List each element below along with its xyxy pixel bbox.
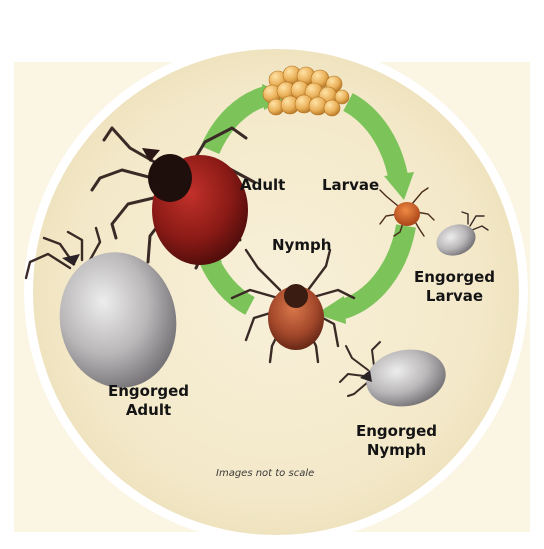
- label-engorged-larvae: Engorged Larvae: [414, 268, 495, 306]
- scale-note: Images not to scale: [216, 468, 314, 479]
- label-adult: Adult: [240, 176, 285, 195]
- label-engorged-nymph: Engorged Nymph: [356, 422, 437, 460]
- larva-tick-body: [394, 202, 420, 226]
- label-nymph: Nymph: [272, 236, 331, 255]
- adult-tick-scutum: [148, 154, 192, 202]
- label-larvae: Larvae: [322, 176, 379, 195]
- nymph-tick-scutum: [284, 284, 308, 308]
- label-engorged-adult: Engorged Adult: [108, 382, 189, 420]
